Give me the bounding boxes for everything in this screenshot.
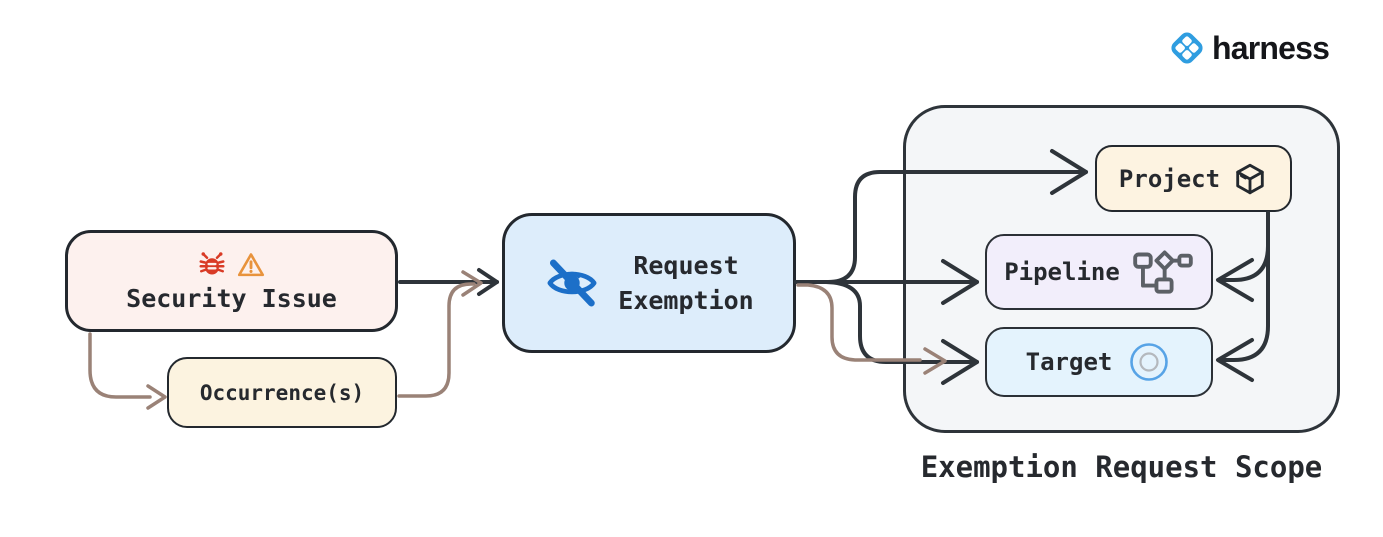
- harness-logo-icon: [1167, 28, 1207, 68]
- request-exemption-label: Request Exemption: [618, 251, 754, 315]
- node-occurrence: Occurrence(s): [167, 357, 397, 428]
- node-request-exemption: Request Exemption: [502, 213, 796, 353]
- target-icon: [1126, 339, 1172, 385]
- node-target: Target: [985, 327, 1213, 397]
- node-security-issue: Security Issue: [65, 230, 398, 332]
- pipeline-icon: [1132, 250, 1194, 295]
- node-project: Project: [1095, 145, 1292, 212]
- package-icon: [1232, 161, 1268, 197]
- harness-logo: harness: [1167, 28, 1330, 68]
- edge-occurrence-to-request: [397, 270, 483, 398]
- target-label: Target: [1025, 348, 1113, 376]
- warning-icon: [236, 250, 266, 280]
- harness-wordmark: harness: [1212, 29, 1330, 66]
- node-pipeline: Pipeline: [985, 234, 1213, 310]
- pipeline-label: Pipeline: [1004, 258, 1120, 286]
- edge-security-to-occurrence: [88, 332, 167, 410]
- security-issue-icons: [197, 250, 266, 280]
- scope-title: Exemption Request Scope: [920, 450, 1323, 484]
- bug-icon: [197, 250, 227, 280]
- occurrence-label: Occurrence(s): [199, 380, 365, 405]
- eye-off-icon: [544, 255, 600, 311]
- project-label: Project: [1118, 164, 1221, 193]
- edge-security-to-request: [398, 268, 499, 296]
- security-issue-label: Security Issue: [126, 283, 337, 313]
